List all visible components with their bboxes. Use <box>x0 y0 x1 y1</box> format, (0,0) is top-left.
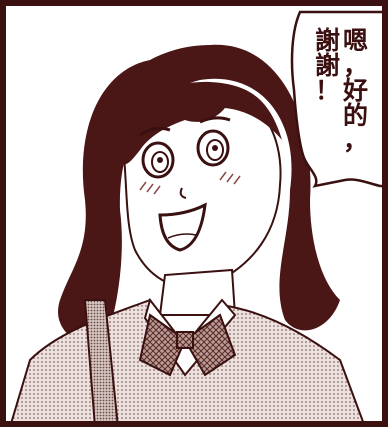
speech-char: 嗯 <box>343 26 369 55</box>
speech-char: ， <box>343 51 369 80</box>
speech-bubble <box>290 10 388 188</box>
mouth <box>158 202 207 252</box>
speech-char: 的 <box>343 101 369 130</box>
speech-char: 好 <box>343 76 369 105</box>
speech-char: ！ <box>315 76 341 105</box>
speech-char: ， <box>343 126 369 155</box>
bag-strap <box>83 299 120 427</box>
bangs <box>120 81 282 165</box>
bow-tie <box>138 313 237 377</box>
speech-column-1: 嗯 ， 好 的 ， <box>343 28 368 153</box>
speech-column-2: 謝 謝 ！ <box>315 28 340 103</box>
speech-char: 謝 <box>315 51 341 80</box>
speech-char: 謝 <box>315 26 341 55</box>
hair <box>58 44 340 346</box>
